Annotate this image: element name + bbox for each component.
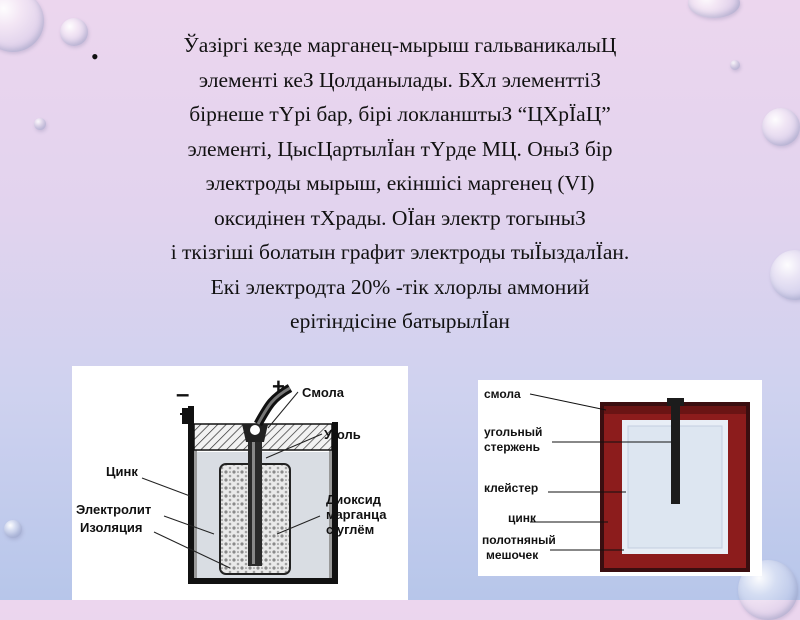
label-mno2-line2: марганца <box>326 507 387 522</box>
text-line: ерітіндісіне батырылЇан <box>290 309 510 333</box>
slide-text: Ўазіргі кезде марганец-мырыш гальваникал… <box>60 28 740 339</box>
rod-cap <box>667 398 684 406</box>
label-mno2-line3: с углём <box>326 522 374 537</box>
water-drop-decoration <box>60 18 88 46</box>
dry-cell-colored-diagram: смола угольный стержень клейстер цинк по… <box>478 380 762 576</box>
label-mno2-line1: Диоксид <box>326 492 382 507</box>
water-drop-decoration <box>730 60 740 70</box>
label-paste: клейстер <box>484 481 538 495</box>
label-carbon: Уголь <box>324 427 361 442</box>
dry-cell-svg: смола угольный стержень клейстер цинк по… <box>478 380 762 576</box>
label-bag-line1: полотняный <box>482 533 556 547</box>
label-rod-line2: стержень <box>484 440 540 454</box>
zinc-bottom <box>188 578 338 584</box>
label-zinc: цинк <box>508 511 537 525</box>
carbon-rod <box>671 404 680 504</box>
text-line: элементі кеЗ Цолданылады. БХл элементтіЗ <box>198 67 602 92</box>
label-resin: смола <box>484 387 521 401</box>
zinc-wall-left <box>188 422 194 584</box>
water-drop-decoration <box>34 118 46 130</box>
label-zinc: Цинк <box>106 464 138 479</box>
label-rod-line1: угольный <box>484 425 542 439</box>
bullet-marker: • <box>91 44 99 69</box>
text-line: і ткізгіші болатын графит электроды тыЇы… <box>170 240 630 264</box>
text-line: бірнеше тҮрі бар, бірі локланштыЗ “ЦХрЇа… <box>189 102 611 126</box>
label-electrolyte: Электролит <box>76 502 151 517</box>
leclanche-cell-svg: – + Смола Уголь Цинк Электролит Изоляция… <box>76 374 387 584</box>
label-insulation: Изоляция <box>80 520 143 535</box>
plus-sign: + <box>272 374 285 399</box>
water-drop-decoration <box>762 108 800 146</box>
text-line: оксидінен тХрады. ОЇан электр тогыныЗ <box>214 205 586 230</box>
water-drop-decoration <box>770 250 800 300</box>
negative-tab <box>188 406 194 430</box>
text-line: элементі, ЦысЦартылЇан тҮрде МЦ. ОныЗ бі… <box>187 136 613 161</box>
text-line: Екі электродта 20% -тік хлорлы аммоний <box>210 274 590 299</box>
minus-sign: – <box>176 381 189 408</box>
zinc-wall-right <box>332 422 338 584</box>
water-drop-decoration <box>688 0 740 18</box>
label-resin: Смола <box>302 385 345 400</box>
water-drop-decoration <box>4 520 22 538</box>
leclanche-cell-diagram: – + Смола Уголь Цинк Электролит Изоляция… <box>72 366 408 600</box>
label-bag-line2: мешочек <box>486 548 539 562</box>
text-line: электроды мырыш, екіншісі маргенец (VI) <box>205 171 595 195</box>
text-line: Ўазіргі кезде марганец-мырыш гальваникал… <box>183 33 617 57</box>
water-drop-decoration <box>0 0 44 52</box>
